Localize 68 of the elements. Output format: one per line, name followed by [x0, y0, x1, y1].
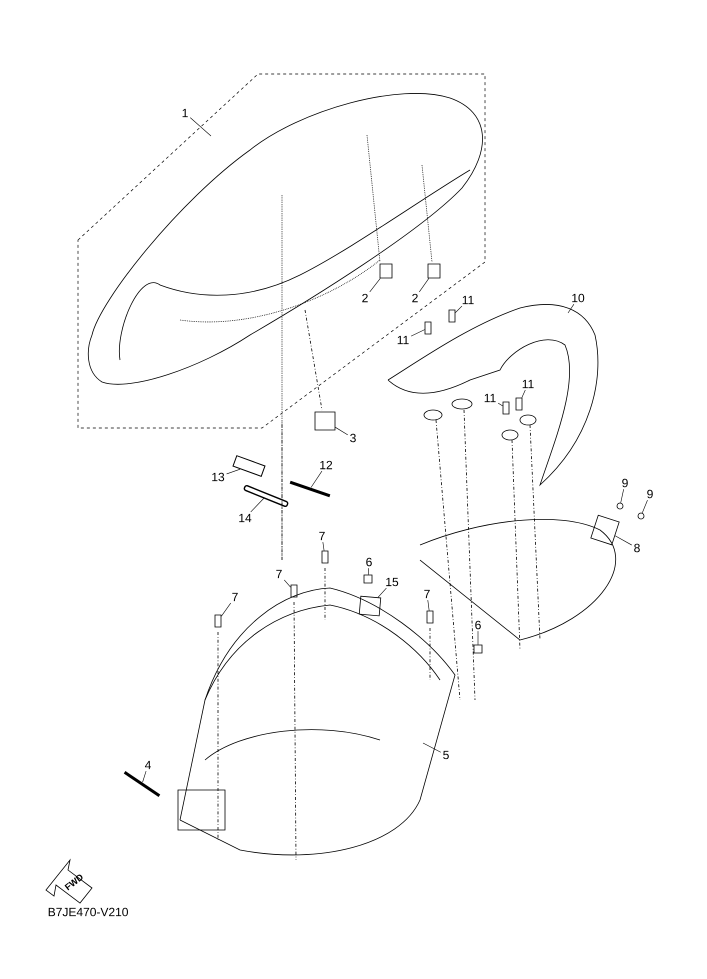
leader-line: [310, 470, 322, 488]
callout-number: 7: [319, 532, 325, 540]
callout-number: 13: [212, 472, 224, 482]
leader-line: [335, 427, 348, 436]
part-symbol: [502, 402, 510, 414]
callout-number: 4: [144, 760, 151, 770]
leader-line: [568, 304, 574, 314]
leader-line: [190, 117, 212, 136]
callout-number: 15: [386, 578, 398, 586]
part-symbol: [516, 398, 522, 410]
callout-number: 14: [239, 514, 252, 522]
callout-number: 5: [443, 750, 449, 760]
callout-number: 6: [475, 620, 481, 630]
leader-line: [422, 742, 442, 753]
part-symbol: [314, 412, 336, 430]
part-code: B7JE470-V210: [48, 908, 128, 916]
part-symbol: [590, 514, 620, 546]
leader-line: [369, 278, 381, 292]
part-symbol: [424, 322, 432, 334]
leader-line: [620, 488, 624, 503]
part-wrench: [244, 484, 288, 508]
part-washer: [638, 512, 644, 520]
callout-number: 11: [462, 296, 474, 304]
callout-number: 11: [484, 394, 496, 402]
callout-number: 8: [634, 544, 640, 552]
part-symbol: [322, 550, 328, 564]
leader-line: [642, 500, 648, 514]
leader-line: [226, 468, 240, 474]
callout-number: 7: [276, 570, 282, 578]
part-symbol: [448, 310, 456, 322]
leader-line: [284, 580, 291, 588]
leader-line: [498, 402, 503, 406]
part-symbol: [474, 644, 482, 654]
part-rod: [124, 771, 160, 797]
leader-line: [419, 278, 430, 292]
callout-number: 7: [424, 590, 430, 598]
leader-line: [368, 568, 369, 575]
leader-line: [378, 588, 387, 598]
callout-number: 6: [366, 558, 372, 566]
leader-line: [142, 770, 146, 782]
callout-number: 3: [350, 434, 356, 442]
part-symbol: [380, 264, 392, 278]
leader-line: [522, 390, 526, 398]
callout-number: 10: [572, 294, 584, 302]
leader-line: [428, 600, 430, 611]
callout-number: 12: [320, 460, 332, 470]
part-symbol: [290, 584, 298, 598]
part-washer: [616, 502, 624, 510]
part-symbol: [426, 610, 434, 624]
part-symbol: [364, 574, 372, 584]
part-symbol: [214, 614, 222, 628]
callout-number: 1: [182, 108, 188, 118]
callout-number: 2: [362, 294, 368, 302]
leader-line: [455, 306, 462, 313]
part-symbol: [428, 264, 440, 278]
callout-number: 11: [522, 380, 534, 388]
part-rod: [290, 480, 330, 498]
callout-number: 7: [232, 592, 238, 602]
callout-number: 11: [398, 336, 409, 344]
part-symbol: [358, 596, 382, 616]
callout-number: 9: [622, 478, 628, 488]
callout-number: 9: [647, 490, 653, 498]
leader-line: [250, 498, 264, 512]
leader-line: [221, 602, 232, 616]
leader-line: [410, 329, 425, 336]
leader-line: [614, 535, 632, 546]
callout-number: 2: [412, 294, 418, 302]
leader-line: [322, 542, 324, 551]
